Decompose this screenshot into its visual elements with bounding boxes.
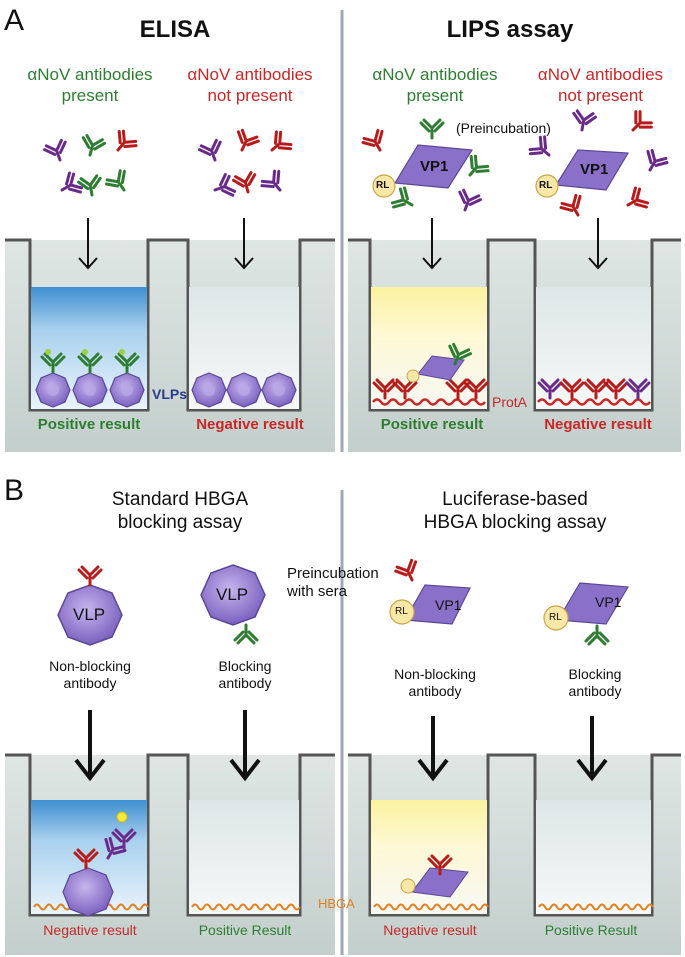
luc-blocking-line2: antibody: [568, 683, 622, 699]
standard-vlp-blocking: [200, 564, 266, 645]
preinc-line2: with sera: [287, 583, 348, 600]
standard-vlp-label-1: VLP: [73, 605, 106, 624]
lips-present-line2: present: [406, 86, 464, 105]
lips-preincubation-label: (Preincubation): [456, 120, 551, 136]
luciferase-positive-result: Positive Result: [544, 922, 638, 938]
vlps-label: VLPs: [152, 386, 188, 402]
luciferase-well-negative-content: [373, 854, 489, 911]
luciferase-complex-nonblocking: [389, 557, 471, 625]
panel-letter-b: B: [4, 474, 25, 507]
preinc-line1: Preincubation: [287, 565, 379, 582]
lips-complex-absent: [526, 107, 671, 222]
luciferase-complex-blocking: [543, 582, 630, 646]
std-nonblocking-line1: Non-blocking: [49, 658, 131, 674]
std-nonblocking-line2: antibody: [63, 675, 117, 691]
lips-vp1-label-absent: VP1: [580, 161, 609, 178]
lips-present-label: αNoV antibodies present: [355, 64, 515, 106]
standard-negative-result: Negative result: [43, 922, 137, 938]
luciferase-well-positive-content: [538, 903, 654, 911]
preincubation-label: Preincubation with sera: [287, 565, 379, 601]
elisa-present-line2: present: [61, 86, 119, 105]
lips-well-positive-content: [372, 341, 489, 406]
luciferase-title-line2: HBGA blocking assay: [423, 512, 607, 533]
standard-title-line1: Standard HBGA: [111, 489, 249, 510]
standard-title-line2: blocking assay: [117, 512, 243, 533]
elisa-antibodies-absent: [197, 127, 295, 202]
plate-a-left: [5, 238, 335, 452]
std-blocking-line2: antibody: [218, 675, 272, 691]
elisa-present-line1: αNoV antibodies: [27, 65, 153, 84]
arrows-b: [74, 710, 608, 782]
elisa-absent-line1: αNoV antibodies: [187, 65, 313, 84]
prota-label: ProtA: [492, 394, 528, 410]
lips-positive-result: Positive result: [380, 416, 484, 433]
elisa-vlps-positive: [35, 349, 145, 408]
plate-b-right: [348, 753, 681, 955]
luc-nonblocking-line2: antibody: [408, 683, 462, 699]
luc-vp1-label-2: VP1: [595, 594, 622, 610]
lips-rl-label-absent: RL: [539, 180, 553, 191]
luciferase-title-line1: Luciferase-based: [442, 489, 588, 510]
luciferase-blocking-label: Blocking antibody: [545, 666, 645, 700]
lips-vp1-label-present: VP1: [420, 158, 449, 175]
luc-rl-label-1: RL: [395, 606, 408, 617]
elisa-positive-result: Positive result: [37, 416, 141, 433]
lips-rl-label-present: RL: [376, 180, 390, 191]
standard-vlp-label-2: VLP: [216, 585, 249, 604]
standard-blocking-label: Blocking antibody: [195, 658, 295, 692]
elisa-vlps-negative: [191, 372, 297, 408]
luc-rl-label-2: RL: [549, 612, 562, 623]
hbga-label: HBGA: [318, 896, 355, 911]
lips-absent-label: αNoV antibodies not present: [518, 64, 683, 106]
luc-nonblocking-line1: Non-blocking: [394, 666, 476, 682]
lips-absent-line1: αNoV antibodies: [537, 65, 664, 84]
luc-vp1-label-1: VP1: [435, 597, 462, 613]
lips-title: LIPS assay: [446, 16, 574, 43]
lips-present-line1: αNoV antibodies: [372, 65, 498, 84]
standard-nonblocking-label: Non-blocking antibody: [30, 658, 150, 692]
elisa-title: ELISA: [139, 16, 211, 43]
panel-letter-a: A: [4, 4, 25, 37]
luciferase-nonblocking-label: Non-blocking antibody: [375, 666, 495, 700]
std-blocking-line1: Blocking: [218, 658, 272, 674]
lips-complex-present: [359, 118, 492, 217]
lips-well-negative-content: [537, 378, 651, 406]
standard-well-negative-content: [33, 811, 149, 917]
standard-positive-result: Positive Result: [198, 922, 292, 938]
standard-vlp-nonblocking: [57, 565, 123, 646]
elisa-absent-line2: not present: [207, 86, 293, 105]
elisa-negative-result: Negative result: [196, 416, 304, 433]
luciferase-title: Luciferase-based HBGA blocking assay: [355, 488, 675, 534]
elisa-antibodies-present: [42, 127, 140, 202]
lips-absent-line2: not present: [557, 86, 644, 105]
plate-b-left: [5, 753, 335, 955]
luciferase-negative-result: Negative result: [383, 922, 477, 938]
elisa-absent-label: αNoV antibodies not present: [170, 64, 330, 106]
luc-blocking-line1: Blocking: [568, 666, 622, 682]
standard-title: Standard HBGA blocking assay: [30, 488, 330, 534]
lips-negative-result: Negative result: [544, 416, 652, 433]
elisa-present-label: αNoV antibodies present: [10, 64, 170, 106]
standard-well-positive-content: [191, 903, 301, 911]
